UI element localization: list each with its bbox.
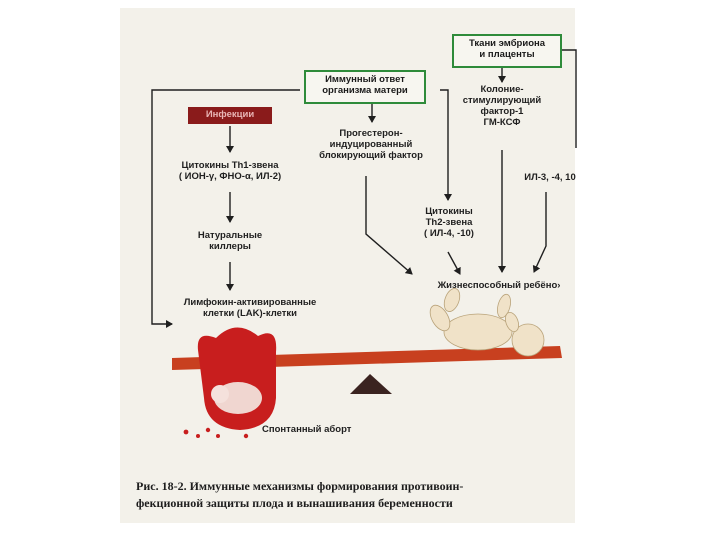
uterus-shape (197, 327, 277, 430)
box-infections: Инфекции (188, 107, 272, 124)
fulcrum (350, 374, 392, 394)
arrow-progesterone-to-child (365, 176, 413, 275)
baby-arm (505, 311, 519, 333)
abortion-illustration (183, 327, 277, 439)
arrow-maternal-to-lak (151, 89, 300, 328)
fetus-head (211, 385, 229, 403)
blood-drop (183, 429, 189, 435)
arrow-embryo-to-il (560, 49, 577, 148)
label-progesterone-factor: Прогестерон- индуцированный блокирующий … (319, 128, 423, 161)
blood-drop (216, 434, 220, 438)
blood-drop (243, 433, 249, 439)
baby-body (443, 313, 513, 351)
box-maternal-immune-response: Иммунный ответ организма матери (304, 70, 426, 104)
label-natural-killers: Натуральные киллеры (197, 230, 263, 252)
label-colony-factor: Колоние- стимулирующий фактор-1 ГМ-КСФ (462, 84, 542, 128)
arrow-th2-to-child (447, 251, 461, 275)
label-spontaneous-abortion: Спонтанный аборт (262, 424, 352, 435)
figure-caption: Рис. 18-2. Иммунные механизмы формирован… (136, 479, 464, 510)
label-viable-child: Жизнеспособный ребёно› (437, 280, 561, 291)
arrow-maternal-to-th2 (440, 89, 452, 201)
baby-arm (497, 293, 511, 319)
baby-illustration (429, 288, 545, 357)
baby-leg (443, 288, 461, 312)
label-lak-cells: Лимфокин-активированные клетки (LAK)-кле… (183, 297, 317, 319)
baby-head (511, 323, 545, 357)
label-il-3-4-10: ИЛ-3, -4, 10 (524, 172, 576, 183)
baby-leg (429, 304, 451, 332)
blood-drop (196, 434, 200, 438)
label-th1-cytokines: Цитокины Th1-звена ( ИОН-γ, ФНО-α, ИЛ-2) (178, 160, 282, 182)
label-th2-cytokines: Цитокины Th2-звена ( ИЛ-4, -10) (424, 206, 474, 239)
box-embryo-tissues: Ткани эмбриона и плаценты (452, 34, 562, 68)
arrow-il-to-child (532, 192, 547, 273)
blood-drop (205, 427, 211, 433)
